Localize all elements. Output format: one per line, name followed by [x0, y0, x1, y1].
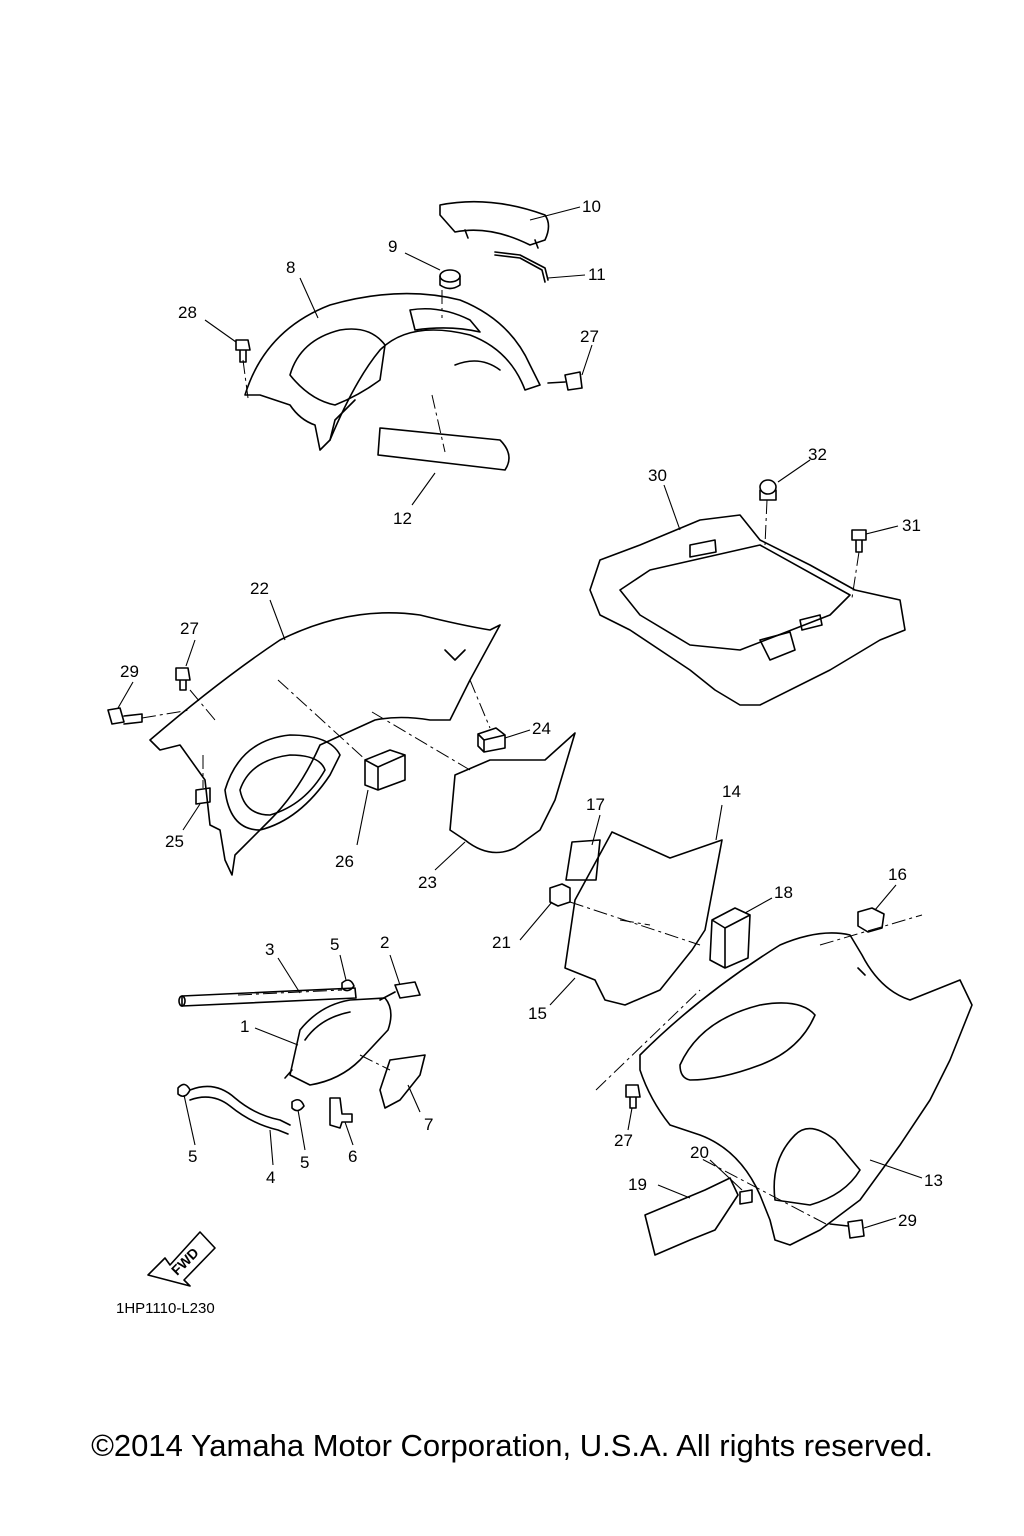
- part-19-sheet: [644, 1177, 739, 1256]
- part-5-clamps: [177, 979, 355, 1112]
- part-9-grommet: [439, 269, 461, 290]
- callout-17: 17: [586, 795, 605, 814]
- callout-13: 13: [924, 1171, 943, 1190]
- callout-14: 14: [722, 782, 741, 801]
- callout-9: 9: [388, 237, 397, 256]
- fwd-label: FWD: [168, 1244, 202, 1278]
- part-13-side-cover: [639, 932, 973, 1246]
- part-23-sheet: [449, 732, 576, 854]
- part-30-frame: [589, 514, 906, 706]
- part-1-tank: [284, 997, 392, 1086]
- callout-5: 5: [188, 1147, 197, 1166]
- part-25-clip: [195, 787, 211, 805]
- callout-1: 1: [240, 1017, 249, 1036]
- part-26-block: [364, 749, 406, 791]
- part-27-screw-top: [547, 371, 583, 391]
- callout-31: 31: [902, 516, 921, 535]
- part-18-block: [709, 907, 751, 969]
- part-21-block: [549, 883, 571, 907]
- callout-12: 12: [393, 509, 412, 528]
- callout-29: 29: [120, 662, 139, 681]
- part-22-side-cover: [149, 611, 501, 876]
- callout-23: 23: [418, 873, 437, 892]
- callout-21: 21: [492, 933, 511, 952]
- callout-11: 11: [588, 265, 606, 284]
- fwd-arrow-icon: [147, 1231, 216, 1287]
- callout-22: 22: [250, 579, 269, 598]
- callout-28: 28: [178, 303, 197, 322]
- part-14-sheet: [564, 831, 723, 1006]
- part-27-screw-right: [625, 1084, 641, 1109]
- callout-18: 18: [774, 883, 793, 902]
- part-7-bracket: [379, 1054, 426, 1109]
- callout-27: 27: [580, 327, 599, 346]
- callout-15: 15: [528, 1004, 547, 1023]
- part-27-screw-left: [175, 667, 191, 691]
- part-4-hose: [189, 1085, 291, 1135]
- part-8-fender: [244, 292, 541, 451]
- part-12-pad: [377, 427, 510, 471]
- callout-24: 24: [532, 719, 551, 738]
- callout-29: 29: [898, 1211, 917, 1230]
- part-6-bolt: [329, 1097, 353, 1129]
- copyright-notice: ©2014 Yamaha Motor Corporation, U.S.A. A…: [91, 1428, 933, 1463]
- part-16-block: [857, 907, 885, 933]
- callout-27: 27: [614, 1131, 633, 1150]
- callout-5: 5: [330, 935, 339, 954]
- part-28-screw: [235, 339, 251, 363]
- callout-2: 2: [380, 933, 389, 952]
- callout-10: 10: [582, 197, 601, 216]
- callout-6: 6: [348, 1147, 357, 1166]
- callout-labels: 1 2 3 4 5 5 5 6 7 8 9 10 11 12 13 14 15 …: [120, 197, 943, 1278]
- callout-8: 8: [286, 258, 295, 277]
- callout-26: 26: [335, 852, 354, 871]
- part-29-bolt-right: [829, 1219, 865, 1239]
- leader-lines: [117, 206, 923, 1229]
- part-10-cover: [439, 200, 550, 249]
- callout-19: 19: [628, 1175, 647, 1194]
- callout-20: 20: [690, 1143, 709, 1162]
- callout-16: 16: [888, 865, 907, 884]
- part-17-pad: [565, 839, 601, 881]
- callout-30: 30: [648, 466, 667, 485]
- callout-27: 27: [180, 619, 199, 638]
- part-20-clip: [739, 1189, 753, 1205]
- callout-4: 4: [266, 1168, 275, 1187]
- part-24-block: [477, 727, 506, 753]
- assembly-lines: [141, 290, 923, 1225]
- diagram-code: 1HP1110-L230: [116, 1300, 215, 1317]
- callout-3: 3: [265, 940, 274, 959]
- part-29-bolt-left: [107, 707, 143, 725]
- callout-7: 7: [424, 1115, 433, 1134]
- part-3-rod: [178, 987, 357, 1007]
- part-31-screw: [851, 529, 867, 553]
- callout-5: 5: [300, 1153, 309, 1172]
- part-11-bracket: [494, 251, 549, 283]
- callout-25: 25: [165, 832, 184, 851]
- callout-32: 32: [808, 445, 827, 464]
- part-32-clip: [759, 479, 777, 501]
